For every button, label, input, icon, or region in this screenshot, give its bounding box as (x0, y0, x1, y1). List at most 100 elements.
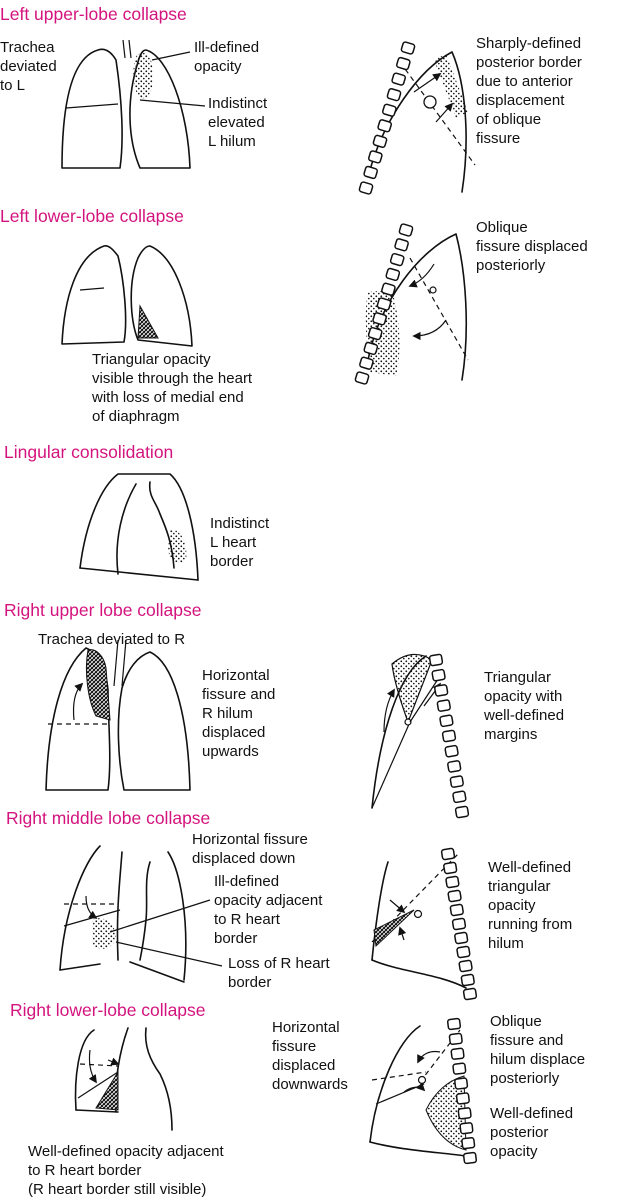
label-line: Triangular (484, 669, 551, 686)
vertebra (358, 181, 374, 195)
label-line: of diaphragm (92, 408, 180, 425)
frontal-chest-drawing (74, 1027, 173, 1131)
vertebra (452, 790, 467, 804)
label-line: Ill-defined (194, 39, 259, 56)
lateral-chest-drawing (371, 851, 467, 989)
vertebra (363, 165, 378, 180)
label-line: Ill-defined (214, 873, 279, 890)
label-line: opacity (194, 58, 242, 75)
label-line: displaced (272, 1057, 335, 1074)
label-line: border (214, 930, 257, 947)
spine-vertebrae (358, 41, 416, 195)
vertebra (446, 1017, 462, 1031)
vertebra (447, 889, 462, 903)
label-line: downwards (272, 1076, 348, 1093)
label-ill-defined-opacity: Ill-defined opacity (194, 39, 259, 75)
label-line: Oblique (490, 1013, 542, 1030)
section-title: Right lower-lobe collapse (10, 1000, 206, 1020)
label-line: Well-defined (490, 1105, 573, 1122)
label-line: border (228, 974, 271, 991)
vertebra (354, 371, 370, 385)
label-line: Trachea (0, 39, 55, 56)
label-line: opacity (488, 897, 536, 914)
vertebra (359, 356, 374, 370)
label-line: Well-defined opacity adjacent (28, 1143, 225, 1160)
vertebra (462, 987, 478, 1001)
vertebra (431, 668, 446, 682)
lateral-chest-drawing (369, 1025, 467, 1157)
vertebra (451, 917, 467, 931)
section-left-lower-lobe-collapse: Left lower-lobe collapse (0, 206, 469, 385)
frontal-chest-drawing (45, 639, 191, 791)
vertebra (428, 653, 444, 667)
label-line: fissure and (490, 1032, 563, 1049)
label-line: margins (484, 726, 537, 743)
vertebra (454, 805, 470, 819)
label-trachea-deviated-r: Trachea deviated to R (38, 631, 185, 648)
label-line: Oblique (476, 219, 528, 236)
vertebra (449, 903, 464, 917)
label-line: L hilum (208, 133, 256, 150)
vertebra (455, 1092, 470, 1105)
frontal-chest-drawing (61, 39, 206, 169)
vertebra (389, 252, 405, 267)
vertebra (434, 684, 449, 697)
label-line: Horizontal (272, 1019, 340, 1036)
vertebra (372, 312, 387, 326)
vertebra (440, 847, 456, 861)
spine-vertebrae (446, 1017, 478, 1165)
frontal-chest-drawing (61, 245, 193, 347)
vertebra (377, 119, 392, 133)
vertebra (396, 56, 411, 71)
label-line: fissure (272, 1038, 316, 1055)
label-line: to R heart (214, 911, 281, 928)
label-line: Indistinct (210, 515, 270, 532)
vertebra (376, 297, 392, 311)
vertebra (363, 341, 379, 356)
vertebra (439, 714, 454, 728)
section-title: Left lower-lobe collapse (0, 206, 184, 226)
vertebra (441, 729, 457, 743)
label-horizontal-fissure-downwards: Horizontal fissure displaced downwards (272, 1019, 348, 1093)
label-line: L heart (210, 534, 257, 551)
vertebra (368, 150, 383, 164)
vertebra (448, 1032, 463, 1046)
label-line: posteriorly (476, 257, 546, 274)
label-line: elevated (208, 114, 265, 131)
label-line: upwards (202, 743, 259, 760)
vertebra (456, 945, 471, 959)
vertebra (458, 959, 473, 973)
vertebra (391, 72, 406, 86)
spine-vertebrae (440, 847, 478, 1001)
vertebra (462, 1151, 478, 1165)
label-line: displaced (202, 724, 265, 741)
label-line: posteriorly (490, 1070, 560, 1087)
spine-vertebrae (354, 223, 414, 385)
section-right-upper-lobe-collapse: Right upper lobe collapse (4, 600, 470, 819)
vertebra (381, 282, 396, 296)
label-line: to R heart border (28, 1162, 141, 1179)
label-line: hilum (488, 935, 524, 952)
frontal-chest-drawing (79, 473, 199, 581)
label-line: triangular (488, 878, 551, 895)
vertebra (454, 1077, 469, 1090)
vertebra (452, 1062, 467, 1075)
vertebra (367, 326, 383, 341)
label-line: with loss of medial end (91, 389, 244, 406)
vertebra (436, 699, 451, 712)
label-line: Sharply-defined (476, 35, 581, 52)
